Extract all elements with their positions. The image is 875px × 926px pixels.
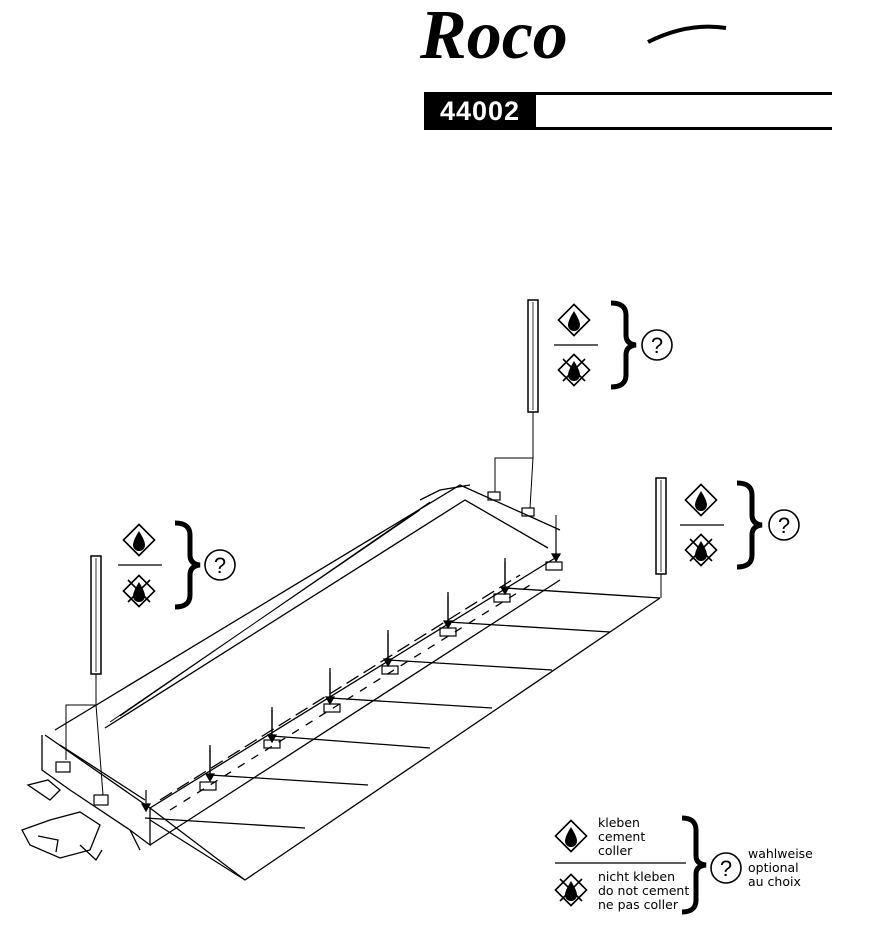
glue-drop-icon	[122, 523, 156, 557]
model-number: 44002	[424, 92, 536, 130]
header-rule-bottom	[536, 127, 832, 130]
brace-icon	[174, 520, 201, 610]
legend-optional-fr: au choix	[748, 874, 801, 889]
legend-noglue-en: do not cement	[598, 883, 690, 898]
callout-top: ?	[554, 300, 673, 390]
legend-noglue-de: nicht kleben	[598, 869, 676, 884]
logo-text: Roco	[419, 2, 568, 70]
wagon-frame	[21, 484, 661, 881]
svg-text:?: ?	[651, 333, 663, 358]
legend: ?	[554, 815, 742, 915]
model-header: 44002	[424, 92, 832, 130]
legend-glue-fr: coller	[598, 843, 633, 858]
svg-text:?: ?	[778, 513, 790, 538]
glue-drop-icon	[554, 819, 588, 853]
insertion-arrows	[140, 528, 562, 813]
glue-drop-icon	[557, 303, 591, 337]
no-glue-crossed-drop-icon	[554, 873, 588, 907]
svg-text:?: ?	[720, 856, 732, 881]
brace-icon	[681, 815, 707, 915]
header-rule-top	[536, 92, 832, 95]
callout-left: ?	[118, 520, 236, 610]
legend-optional-de: wahlweise	[748, 846, 813, 861]
legend-glue-de: kleben	[598, 815, 640, 830]
roco-logo: Roco	[419, 2, 727, 70]
leader-lines	[65, 412, 662, 796]
legend-noglue-fr: ne pas coller	[598, 897, 678, 912]
glue-drop-icon	[684, 483, 718, 517]
no-glue-crossed-drop-icon	[122, 574, 156, 608]
stake-parts	[90, 299, 667, 675]
brace-icon	[736, 480, 763, 570]
legend-optional-en: optional	[748, 860, 799, 875]
svg-text:?: ?	[214, 553, 226, 578]
brace-icon	[610, 300, 637, 390]
legend-glue-en: cement	[598, 829, 646, 844]
callout-right: ?	[680, 480, 800, 570]
no-glue-crossed-drop-icon	[557, 353, 591, 387]
no-glue-crossed-drop-icon	[684, 533, 718, 567]
